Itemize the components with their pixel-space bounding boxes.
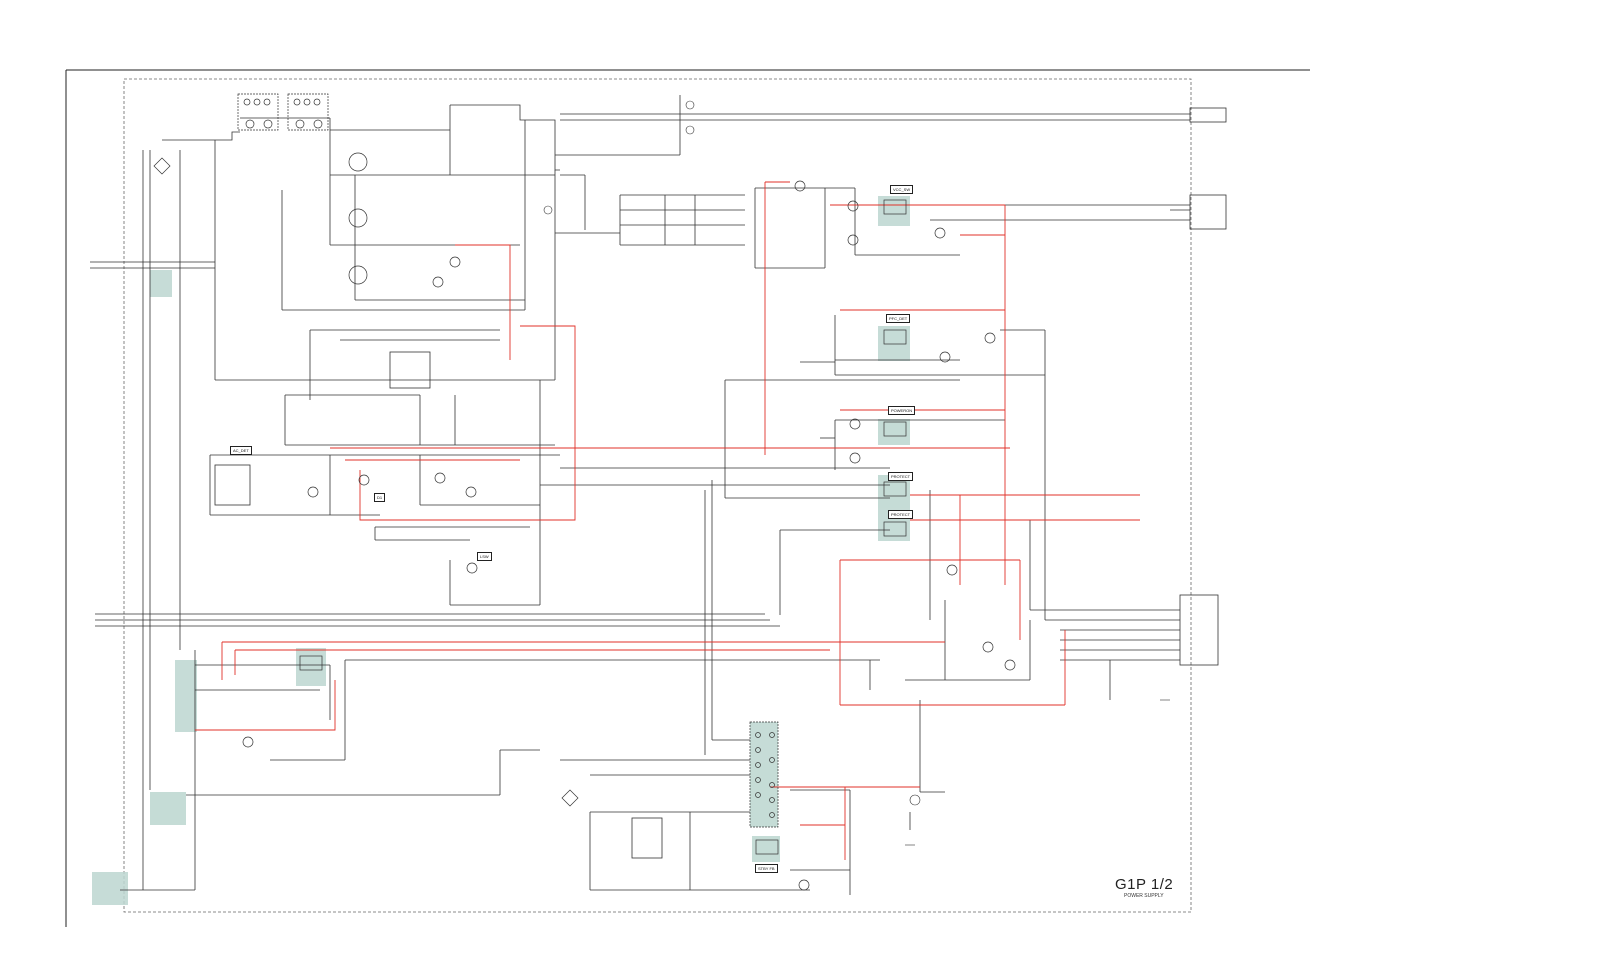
red-wiring [195, 181, 1140, 860]
net-label-ac-det: AC_DET [230, 446, 252, 455]
bridge-rectifiers [153, 157, 579, 807]
mosfet-transistors [242, 152, 1016, 891]
grounds-and-caps [543, 100, 1170, 846]
net-label-stby-fb: STBY FB [755, 864, 778, 873]
sheet-subtitle: POWER SUPPLY [1124, 893, 1164, 899]
transformer-windings [237, 93, 329, 131]
black-wiring [90, 95, 1227, 895]
net-label-d1: D1 [374, 493, 386, 502]
sheet-title: G1P 1/2 [1115, 876, 1174, 893]
net-label-power-on: POWERON [888, 406, 916, 415]
net-label-vcc-sw: VCC_SW [890, 185, 914, 194]
sheet-frame [65, 69, 1310, 927]
photocouplers [299, 199, 907, 855]
net-label-lsw: LSW [477, 552, 492, 561]
net-label-pfc-det: PFC_DET [886, 314, 911, 323]
net-label-protect-1: PROTECT [888, 472, 914, 481]
standby-transformer [749, 721, 779, 828]
net-label-protect-2: PROTECT [888, 510, 914, 519]
shaded-safety-regions [92, 196, 910, 905]
